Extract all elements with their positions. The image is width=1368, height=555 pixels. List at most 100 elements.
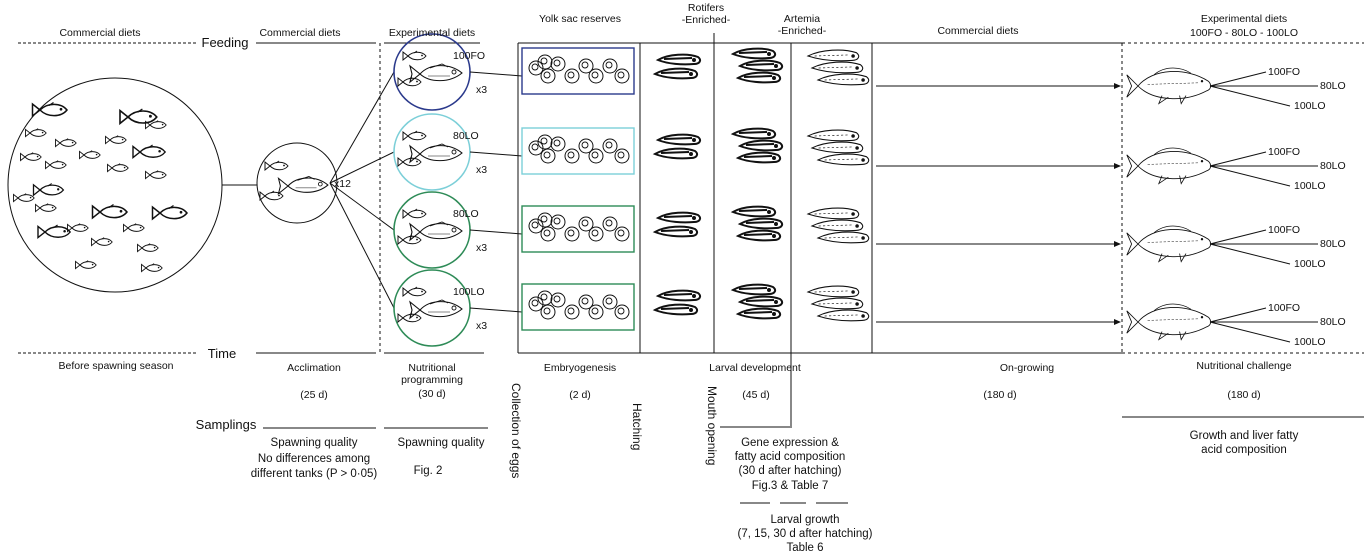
broodstock-fish-16 <box>91 203 128 219</box>
tank-4-fish-3 <box>397 312 422 323</box>
spawning-quality-2: Spawning quality <box>397 437 485 449</box>
tank-2-fish-1 <box>402 130 427 141</box>
egg-4-4 <box>564 304 580 320</box>
feeding-label: Feeding <box>201 35 249 50</box>
tank-replicate-label-1: x3 <box>476 84 488 96</box>
egg-1-7 <box>602 58 618 74</box>
artemia-larva-1-1 <box>807 49 860 62</box>
challenge-diet-label-3-3: 100LO <box>1294 258 1326 270</box>
artemia-larva-2-2 <box>811 141 864 154</box>
broodstock-fish-19 <box>37 224 71 239</box>
egg-box-4 <box>521 283 635 331</box>
growth-liver-line-1: Growth and liver fatty <box>1189 430 1299 442</box>
broodstock-fish-20 <box>123 223 145 233</box>
egg-2-6 <box>588 148 604 164</box>
before-spawning-label: Before spawning season <box>58 360 174 372</box>
acclimation-label: Acclimation <box>287 362 341 374</box>
egg-3-4 <box>564 226 580 242</box>
challenge-fish-2 <box>1126 147 1212 185</box>
rotifer-larva-2-1 <box>732 127 777 140</box>
programming-days: (30 d) <box>418 388 446 400</box>
egg-1-3 <box>550 56 566 72</box>
egg-2-7 <box>602 138 618 154</box>
broodstock-fish-24 <box>141 263 163 273</box>
tank-2-fish-3 <box>397 156 422 167</box>
commercial-diets-label-2: Commercial diets <box>259 27 341 39</box>
programming-connector-3 <box>329 182 395 231</box>
rotifer-larva-2-2 <box>739 139 784 152</box>
artemia-larva-2-3 <box>817 153 870 166</box>
programming-tank-circle-2 <box>393 113 471 191</box>
spawning-quality-1: Spawning quality <box>270 437 358 449</box>
programming-connector-1 <box>329 71 395 184</box>
artemia-larva-4-3 <box>817 309 870 322</box>
embryogenesis-days: (2 d) <box>569 389 591 401</box>
to-egg-box-2 <box>469 151 523 157</box>
larval-development-days: (45 d) <box>742 389 770 401</box>
egg-4-8 <box>614 304 630 320</box>
challenge-diet-label-1-3: 100LO <box>1294 100 1326 112</box>
yolk-larva-4-2 <box>654 303 699 316</box>
artemia-larva-3-1 <box>807 207 860 220</box>
gene-expression-line-4: Fig.3 & Table 7 <box>751 480 829 492</box>
artemia-enriched-label: -Enriched- <box>777 25 827 37</box>
growth-liver-line-2: acid composition <box>1201 444 1287 456</box>
rotifer-larva-4-1 <box>732 283 777 296</box>
experimental-groups-label: 100FO - 80LO - 100LO <box>1190 27 1298 39</box>
artemia-larva-2-1 <box>807 129 860 142</box>
broodstock-fish-7 <box>20 152 42 162</box>
challenge-line-100lo-2 <box>1209 165 1291 187</box>
artemia-larva-1-2 <box>811 61 864 74</box>
x12-label: x12 <box>334 178 351 190</box>
egg-4-3 <box>550 292 566 308</box>
egg-4-2 <box>540 304 556 320</box>
challenge-line-100lo-3 <box>1209 243 1291 265</box>
egg-3-7 <box>602 216 618 232</box>
tank-1-fish-1 <box>402 50 427 61</box>
larval-development-label: Larval development <box>709 362 801 374</box>
embryogenesis-label: Embryogenesis <box>543 362 617 374</box>
egg-1-2 <box>540 68 556 84</box>
samplings-label: Samplings <box>195 417 257 432</box>
commercial-diets-label: Commercial diets <box>59 27 141 39</box>
challenge-diet-label-4-3: 100LO <box>1294 336 1326 348</box>
egg-1-6 <box>588 68 604 84</box>
broodstock-fish-8 <box>79 150 101 160</box>
collection-of-eggs-label: Collection of eggs <box>509 383 523 479</box>
broodstock-fish-17 <box>151 204 188 220</box>
experimental-diets-stage: Experimental diets <box>1200 13 1288 25</box>
egg-4-6 <box>588 304 604 320</box>
tank-replicate-label-3: x3 <box>476 242 488 254</box>
artemia-label: Artemia <box>783 13 821 25</box>
challenge-diet-label-3-2: 80LO <box>1320 238 1346 250</box>
on-growing-days: (180 d) <box>983 389 1017 401</box>
challenge-diet-label-2-2: 80LO <box>1320 160 1346 172</box>
challenge-diet-label-3-1: 100FO <box>1268 224 1301 236</box>
challenge-line-100lo-4 <box>1209 321 1291 343</box>
egg-1-8 <box>614 68 630 84</box>
broodstock-fish-13 <box>145 170 167 180</box>
artemia-larva-4-2 <box>811 297 864 310</box>
ongrowing-arrowhead-1 <box>1114 83 1121 89</box>
yolk-larva-2-1 <box>657 133 702 146</box>
broodstock-fish-11 <box>107 163 129 173</box>
egg-2-3 <box>550 136 566 152</box>
egg-box-2 <box>521 127 635 175</box>
challenge-diet-label-4-2: 80LO <box>1320 316 1346 328</box>
challenge-fish-4 <box>1126 303 1212 341</box>
rotifers-enriched-label: -Enriched- <box>681 14 731 26</box>
egg-3-2 <box>540 226 556 242</box>
nutritional-challenge-label: Nutritional challenge <box>1196 360 1292 372</box>
yolk-larva-4-1 <box>657 289 702 302</box>
rotifer-larva-1-3 <box>737 71 782 84</box>
egg-4-7 <box>602 294 618 310</box>
challenge-diet-label-1-1: 100FO <box>1268 66 1301 78</box>
ongrowing-arrowhead-3 <box>1114 241 1121 247</box>
acclimation-fish-2 <box>277 175 329 195</box>
rotifers-label: Rotifers <box>687 2 725 14</box>
broodstock-fish-15 <box>35 203 57 213</box>
broodstock-fish-5 <box>105 135 127 145</box>
broodstock-fish-9 <box>132 144 166 159</box>
to-egg-box-1 <box>469 71 523 77</box>
